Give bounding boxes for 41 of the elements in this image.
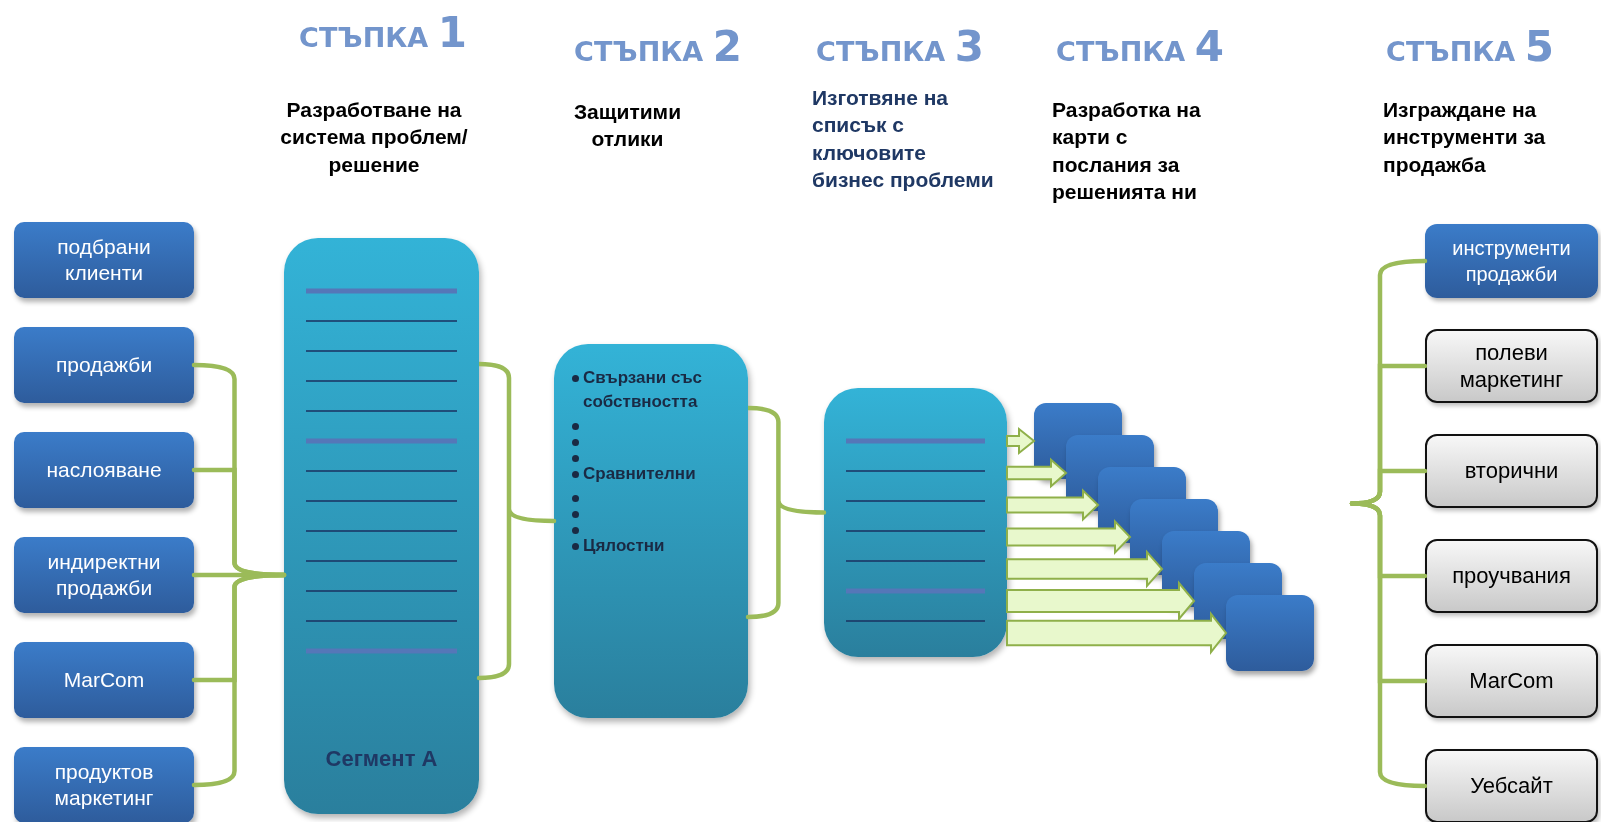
step-description: Защитими отлики bbox=[572, 99, 683, 153]
bracket-line bbox=[745, 405, 827, 620]
block-arrow bbox=[1006, 488, 1100, 522]
block-arrow bbox=[1006, 426, 1036, 456]
tool-box: полеви маркетинг bbox=[1425, 329, 1598, 403]
tool-box: проучвания bbox=[1425, 539, 1598, 613]
step-heading: СТЪПКА 4 bbox=[1055, 24, 1225, 71]
step-heading: СТЪПКА 2 bbox=[573, 24, 743, 71]
block-arrow bbox=[1006, 518, 1132, 556]
step-description: Разработка на карти с послания за решенията ни bbox=[1052, 97, 1202, 205]
step-heading: СТЪПКА 1 bbox=[298, 10, 468, 57]
category-box: MarCom bbox=[14, 642, 194, 718]
bullet-text: Сравнителни bbox=[583, 463, 696, 485]
bracket-line bbox=[476, 361, 557, 681]
step-description: Разработване на система проблем/решение bbox=[279, 97, 469, 178]
category-box: подбрани клиенти bbox=[14, 222, 194, 298]
tool-box: Уебсайт bbox=[1425, 749, 1598, 822]
category-box: наслояване bbox=[14, 432, 194, 508]
category-box: продажби bbox=[14, 327, 194, 403]
block-arrow bbox=[1006, 457, 1068, 489]
block-arrow bbox=[1006, 610, 1228, 656]
bracket-line bbox=[1349, 501, 1428, 789]
step-heading: СТЪПКА 5 bbox=[1385, 24, 1555, 71]
bullet-text: Свързани със собствността bbox=[583, 367, 704, 413]
message-card bbox=[1226, 595, 1314, 671]
block-arrow bbox=[1006, 549, 1164, 589]
panel-title: Сегмент А bbox=[324, 746, 439, 772]
differentiator-panel bbox=[554, 344, 748, 718]
step-heading: СТЪПКА 3 bbox=[815, 24, 985, 71]
tool-box: вторични bbox=[1425, 434, 1598, 508]
tool-box: MarCom bbox=[1425, 644, 1598, 718]
bracket-line bbox=[191, 572, 287, 788]
category-box: индиректни продажби bbox=[14, 537, 194, 613]
category-box: продуктов маркетинг bbox=[14, 747, 194, 822]
segment-panel bbox=[284, 238, 479, 814]
tool-box: инструменти продажби bbox=[1425, 224, 1598, 298]
step-description: Изграждане на инструменти за продажба bbox=[1383, 97, 1547, 178]
bullet-text: Цялостни bbox=[583, 535, 665, 557]
problem-list-panel bbox=[824, 388, 1007, 657]
step-description: Изготвяне на списък с ключовите бизнес проблеми bbox=[812, 85, 995, 193]
block-arrow bbox=[1006, 580, 1196, 622]
